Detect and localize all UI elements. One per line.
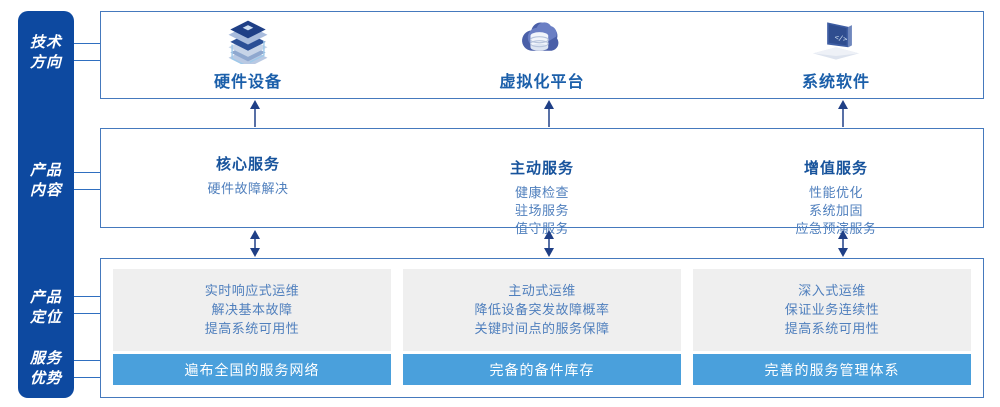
content-item: 健康检查 — [514, 185, 569, 200]
arrow-up-hardware — [250, 100, 260, 127]
rail-label-line1: 产品 — [29, 162, 62, 179]
positioning-line: 深入式运维 — [798, 283, 866, 298]
advantage-row: 遍布全国的服务网络 完备的备件库存 完善的服务管理体系 — [113, 354, 971, 385]
rail-label-line2: 内容 — [29, 182, 62, 199]
positioning-line: 降低设备突发故障概率 — [474, 302, 610, 317]
positioning-line: 提高系统可用性 — [204, 321, 300, 336]
positioning-advantage-panel: 实时响应式运维 解决基本故障 提高系统可用性 主动式运维 降低设备突发故障概率 … — [100, 258, 984, 398]
positioning-line: 解决基本故障 — [211, 302, 293, 317]
tech-card-hardware[interactable]: 硬件设备 — [101, 12, 395, 98]
rail-label-line1: 技术 — [29, 34, 62, 51]
advantage-bar-spare-parts[interactable]: 完备的备件库存 — [403, 354, 681, 385]
tech-card-system-software[interactable]: </> 系统软件 — [689, 12, 983, 98]
positioning-line: 实时响应式运维 — [204, 283, 300, 298]
positioning-card-indepth[interactable]: 深入式运维 保证业务连续性 提高系统可用性 — [693, 269, 971, 351]
content-item: 系统加固 — [808, 203, 863, 218]
content-item: 值守服务 — [514, 221, 569, 236]
rail-item-tech-direction[interactable]: 技术 方向 — [18, 33, 74, 73]
positioning-card-realtime[interactable]: 实时响应式运维 解决基本故障 提高系统可用性 — [113, 269, 391, 351]
arrow-bidirectional-proactive — [544, 230, 554, 257]
content-item: 性能优化 — [808, 185, 863, 200]
svg-text:</>: </> — [834, 32, 848, 43]
rail-label-line1: 产品 — [29, 289, 62, 306]
rail-item-product-content[interactable]: 产品 内容 — [18, 161, 74, 201]
rail-label-line2: 方向 — [29, 54, 62, 71]
arrow-bidirectional-core — [250, 230, 260, 257]
positioning-line: 关键时间点的服务保障 — [474, 321, 610, 336]
positioning-line: 主动式运维 — [508, 283, 576, 298]
tech-label-system-software: 系统软件 — [801, 74, 870, 91]
rail-label-line2: 定位 — [29, 309, 62, 326]
content-item: 应急预演服务 — [795, 221, 877, 236]
content-title-proactive-service: 主动服务 — [509, 160, 574, 177]
positioning-line: 保证业务连续性 — [784, 302, 880, 317]
advantage-bar-management-system[interactable]: 完善的服务管理体系 — [693, 354, 971, 385]
server-stack-icon — [228, 20, 268, 64]
cloud-database-icon — [522, 22, 559, 51]
tech-direction-panel: 硬件设备 虚拟化平台 </> 系统软件 — [100, 11, 984, 99]
rail-label-line1: 服务 — [29, 350, 62, 367]
content-card-proactive-service[interactable]: 主动服务 健康检查 驻场服务 值守服务 — [395, 129, 689, 236]
advantage-bar-service-network[interactable]: 遍布全国的服务网络 — [113, 354, 391, 385]
content-title-core-service: 核心服务 — [215, 155, 280, 173]
content-card-core-service[interactable]: 核心服务 硬件故障解决 — [101, 129, 395, 227]
connector-advantage-top — [74, 360, 101, 361]
tech-label-hardware: 硬件设备 — [213, 74, 282, 91]
product-content-panel: 核心服务 硬件故障解决 主动服务 健康检查 驻场服务 值守服务 增值服务 性能优… — [100, 128, 984, 236]
connector-content-top — [74, 172, 101, 173]
positioning-card-proactive[interactable]: 主动式运维 降低设备突发故障概率 关键时间点的服务保障 — [403, 269, 681, 351]
content-item: 硬件故障解决 — [207, 180, 289, 196]
content-item: 驻场服务 — [514, 203, 569, 218]
connector-advantage-bottom — [74, 377, 101, 378]
connector-position-top — [74, 296, 101, 297]
content-card-value-added-service[interactable]: 增值服务 性能优化 系统加固 应急预演服务 — [689, 129, 983, 236]
positioning-line: 提高系统可用性 — [784, 321, 880, 336]
tech-label-virtualization: 虚拟化平台 — [499, 74, 585, 91]
laptop-code-icon: </> — [813, 22, 859, 60]
connector-content-bottom — [74, 189, 101, 190]
arrow-bidirectional-value-added — [838, 230, 848, 257]
rail-item-product-position[interactable]: 产品 定位 — [18, 288, 74, 328]
tech-card-virtualization[interactable]: 虚拟化平台 — [395, 12, 689, 98]
category-rail: 技术 方向 产品 内容 产品 定位 服务 优势 — [18, 11, 74, 398]
connector-tech-bottom — [74, 60, 101, 61]
arrow-up-virtualization — [544, 100, 554, 127]
rail-label-line2: 优势 — [29, 370, 62, 387]
rail-item-service-advantage[interactable]: 服务 优势 — [18, 349, 74, 389]
arrow-up-system-software — [838, 100, 848, 127]
content-title-value-added-service: 增值服务 — [803, 160, 868, 177]
connector-position-bottom — [74, 313, 101, 314]
positioning-row: 实时响应式运维 解决基本故障 提高系统可用性 主动式运维 降低设备突发故障概率 … — [113, 269, 971, 351]
connector-tech-top — [74, 43, 101, 44]
